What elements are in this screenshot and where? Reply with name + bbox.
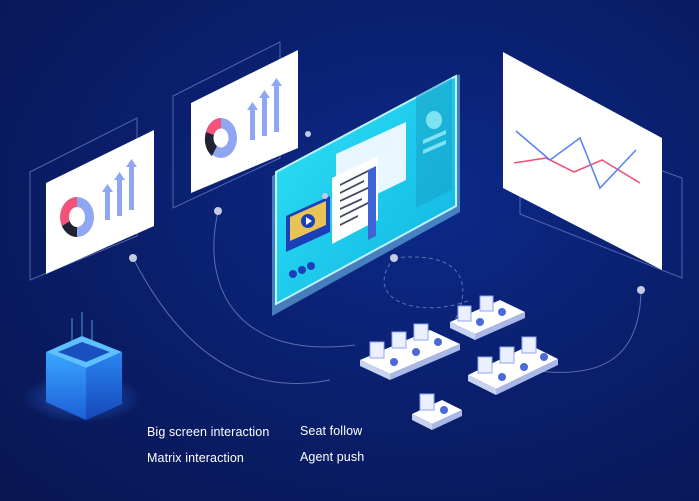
workstation-icon xyxy=(450,295,525,340)
bar-arrows-icon xyxy=(247,78,282,140)
donut-chart-icon xyxy=(60,197,94,237)
workstation-icon xyxy=(412,393,462,430)
video-play-icon xyxy=(286,196,330,252)
feature-label-matrix: Matrix interaction xyxy=(147,451,244,465)
donut-chart-panel-center xyxy=(172,41,298,209)
line-chart-icon xyxy=(513,130,641,190)
connection-lines xyxy=(132,211,642,384)
big-screen xyxy=(272,74,460,316)
donut-chart-icon xyxy=(204,118,237,158)
node-dots xyxy=(129,131,645,294)
workstation-icon xyxy=(468,336,558,395)
data-cube xyxy=(22,312,142,423)
workstation-icon xyxy=(360,323,460,380)
workstation-clusters xyxy=(360,295,558,430)
feature-label-seat-follow: Seat follow xyxy=(300,424,363,438)
donut-chart-panel-left xyxy=(29,117,154,281)
feature-label-big-screen: Big screen interaction xyxy=(147,425,270,439)
feature-label-agent-push: Agent push xyxy=(300,450,365,464)
line-chart-panel xyxy=(503,52,683,279)
bar-arrows-icon xyxy=(102,159,137,220)
